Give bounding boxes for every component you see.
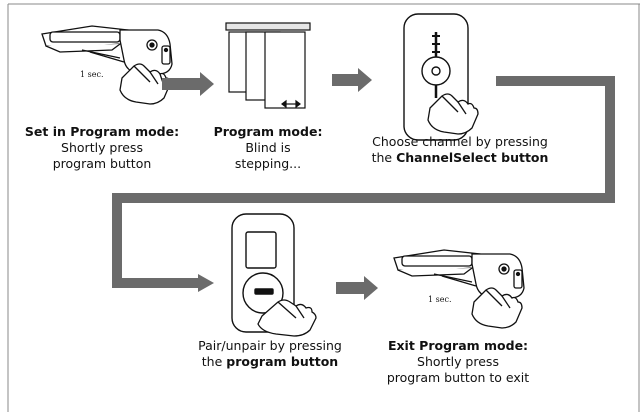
hand-icon-4 [257, 299, 317, 337]
arrow-right-3 [336, 276, 378, 300]
step1-line1: Shortly press [61, 140, 143, 155]
step5-line2: program button to exit [386, 370, 530, 385]
arrow-right-1 [162, 72, 214, 96]
hand-icon-5 [471, 287, 523, 329]
step3-line2: the ChannelSelect button [360, 150, 560, 166]
step3-prefix: the [371, 150, 397, 165]
hand-icon-3 [427, 93, 479, 135]
step4-line1: Pair/unpair by pressing [198, 338, 342, 353]
step2-line1: Blind is [245, 140, 291, 155]
step5-caption: Exit Program mode: Shortly press program… [368, 338, 548, 386]
step1-time-label: 1 sec. [80, 70, 104, 79]
step1-line2: program button [52, 156, 152, 171]
step1-caption: Set in Program mode: Shortly press progr… [22, 124, 182, 172]
step3-bold: ChannelSelect button [396, 150, 549, 165]
step5-title: Exit Program mode: [387, 338, 529, 353]
step2-line2: stepping... [234, 156, 302, 171]
step2-caption: Program mode: Blind is stepping... [208, 124, 328, 172]
frame-border [7, 3, 640, 412]
step3-caption: Choose channel by pressing the ChannelSe… [360, 134, 560, 166]
step5-time-label: 1 sec. [428, 295, 452, 304]
step4-bold: program button [226, 354, 339, 369]
blind-clip-illustration-2 [393, 249, 525, 299]
step4-line2: the program button [190, 354, 350, 370]
step5-line1: Shortly press [417, 354, 499, 369]
step1-title: Set in Program mode: [24, 124, 180, 139]
step4-caption: Pair/unpair by pressing the program butt… [190, 338, 350, 370]
step3-line1: Choose channel by pressing [372, 134, 548, 149]
connector-path [112, 76, 615, 288]
step2-title: Program mode: [213, 124, 323, 139]
blind-stepping-illustration [225, 22, 311, 109]
step4-prefix: the [201, 354, 227, 369]
connector-arrowhead [198, 274, 214, 292]
arrow-right-2 [332, 68, 372, 92]
blind-clip-illustration-1 [41, 25, 173, 75]
